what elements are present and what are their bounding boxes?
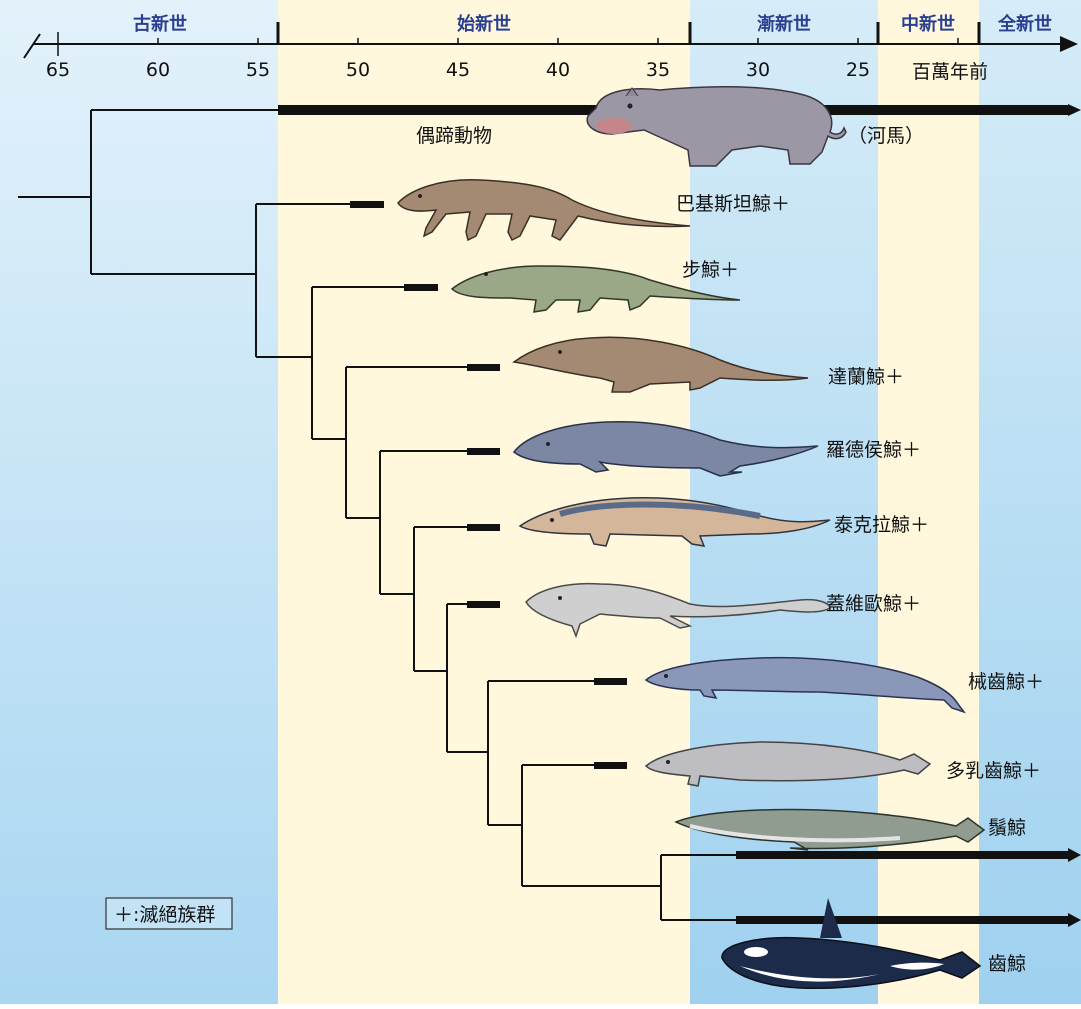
tick-label: 55 [246, 59, 270, 81]
epoch-oligocene: 漸新世 [757, 13, 811, 35]
label-hippo: （河馬） [848, 125, 924, 147]
tick-label: 60 [146, 59, 170, 81]
legend: ＋:滅絕族群 [106, 898, 232, 929]
tick-label: 40 [546, 59, 570, 81]
tick-label: 45 [446, 59, 470, 81]
label-dalanistes: 達蘭鯨＋ [828, 366, 904, 388]
epoch-eocene: 始新世 [457, 13, 511, 35]
label-rodhocetus: 羅德侯鯨＋ [826, 439, 921, 461]
epoch-miocene: 中新世 [901, 13, 955, 35]
epoch-paleocene: 古新世 [133, 13, 187, 35]
label-toothed-whales: 齒鯨 [988, 953, 1026, 975]
legend-text: ＋:滅絕族群 [114, 904, 215, 926]
label-artiodactyla: 偶蹄動物 [416, 125, 492, 147]
tick-label: 65 [46, 59, 70, 81]
label-baleen-whales: 鬚鯨 [988, 817, 1026, 839]
band-paleocene [0, 0, 278, 1004]
label-georgiacetus: 蓋維歐鯨＋ [826, 593, 921, 615]
axis-unit-label: 百萬年前 [912, 61, 988, 83]
tick-label: 50 [346, 59, 370, 81]
label-pakicetus: 巴基斯坦鯨＋ [676, 193, 790, 215]
tick-label: 25 [846, 59, 870, 81]
epoch-holocene: 全新世 [997, 13, 1052, 35]
tick-label: 35 [646, 59, 670, 81]
label-dorudon: 多乳齒鯨＋ [946, 760, 1041, 782]
label-basilosaurus: 械齒鯨＋ [968, 671, 1044, 693]
label-ambulocetus: 步鯨＋ [682, 259, 739, 281]
tick-label: 30 [746, 59, 770, 81]
label-takracetus: 泰克拉鯨＋ [834, 514, 929, 536]
